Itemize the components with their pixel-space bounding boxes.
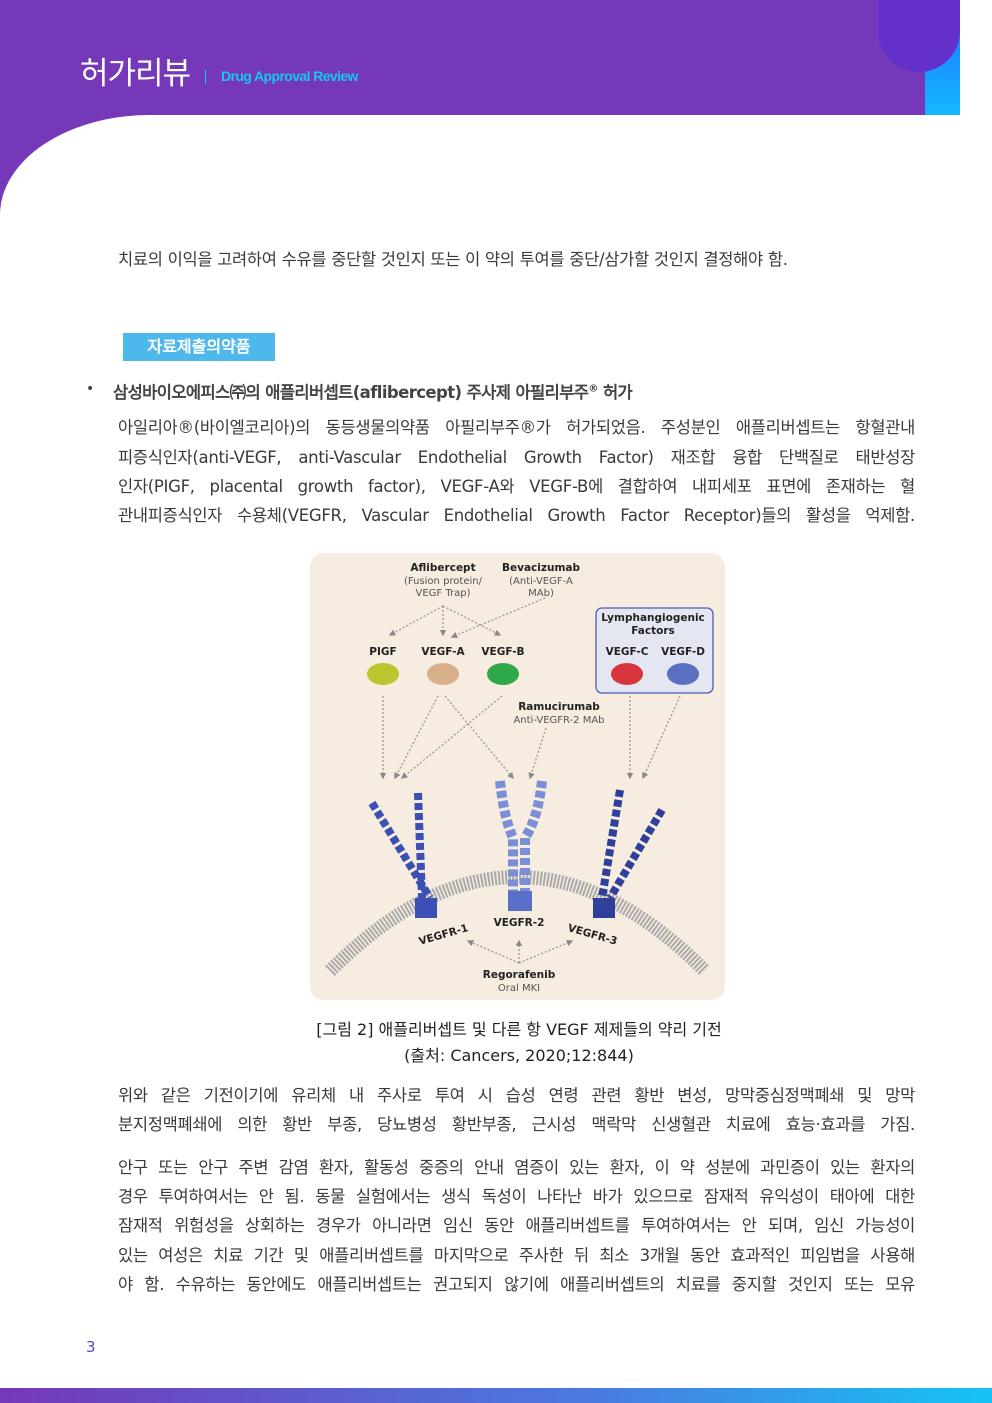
page-number: 3 xyxy=(86,1338,96,1356)
label-aflibercept-sub2: VEGF Trap) xyxy=(416,588,471,599)
label-vegfr3: VEGFR-3 xyxy=(566,922,618,948)
label-factors: Factors xyxy=(631,625,675,637)
page-subtitle: Drug Approval Review xyxy=(221,68,358,84)
vegfr2-receptor xyxy=(495,780,547,911)
paragraph1-line: 아일리아®(바이엘코리아)의 동등생물의약품 아필리부주®가 허가되었음. 주성… xyxy=(118,418,915,437)
vegfa-ligand xyxy=(427,663,459,685)
page-body-background xyxy=(0,115,992,315)
footer-bar xyxy=(0,1388,992,1403)
label-bevacizumab-sub1: (Anti-VEGF-A xyxy=(509,576,573,587)
paragraph3-line: 야 함. 수유하는 동안에도 애플리버셉트는 권고되지 않기에 애플리버셉트의 … xyxy=(118,1275,915,1294)
label-aflibercept-sub1: (Fusion protein/ xyxy=(404,576,483,587)
vegfr3-receptor xyxy=(593,789,666,918)
label-lymphangiogenic: Lymphangiogenic xyxy=(601,612,705,624)
mechanism-figure: Aflibercept (Fusion protein/ VEGF Trap) … xyxy=(310,553,725,1000)
page-margin xyxy=(960,0,992,120)
label-ramucirumab: Ramucirumab xyxy=(518,701,600,713)
label-bevacizumab: Bevacizumab xyxy=(502,562,580,574)
paragraph2-line: 위와 같은 기전이기에 유리체 내 주사로 투여 시 습성 연령 관련 황반 변… xyxy=(118,1086,915,1105)
paragraph1-line: 피증식인자(anti-VEGF, anti-Vascular Endotheli… xyxy=(118,448,915,467)
bullet-heading: 삼성바이오에피스㈜의 애플리버셉트(aflibercept) 주사제 아필리부주… xyxy=(113,379,633,403)
label-oral-mki: Oral MKI xyxy=(498,983,540,994)
heading-suffix: 허가 xyxy=(597,383,633,402)
registered-mark: ® xyxy=(588,383,598,395)
header-accent-shape xyxy=(878,0,960,72)
label-vegfd: VEGF-D xyxy=(661,646,705,658)
paragraph3-line: 잠재적 위험성을 상회하는 경우가 아니라면 임신 동안 애플리버셉트를 투여하… xyxy=(118,1216,915,1235)
label-vegfc: VEGF-C xyxy=(606,646,649,658)
paragraph3-line: 있는 여성은 치료 기간 및 애플리버셉트를 마지막으로 주사한 뒤 최소 3개… xyxy=(118,1246,915,1265)
label-vegfr1: VEGFR-1 xyxy=(417,922,469,948)
paragraph3-line: 안구 또는 안구 주변 감염 환자, 활동성 중증의 안내 염증이 있는 환자,… xyxy=(118,1158,915,1177)
cell-membrane xyxy=(325,870,710,976)
label-vegfa: VEGF-A xyxy=(421,646,465,658)
section-badge: 자료제출의약품 xyxy=(123,333,275,361)
pigf-ligand xyxy=(367,663,399,685)
title-divider xyxy=(205,70,206,84)
figure-caption: [그림 2] 애플리버셉트 및 다른 항 VEGF 제제들의 약리 기전 xyxy=(316,1020,722,1039)
label-aflibercept: Aflibercept xyxy=(410,562,475,574)
arrows xyxy=(379,597,681,964)
figure-diagram: Aflibercept (Fusion protein/ VEGF Trap) … xyxy=(325,562,714,994)
receptors xyxy=(368,780,666,918)
vegfd-ligand xyxy=(667,663,699,685)
label-vegfb: VEGF-B xyxy=(481,646,524,658)
ligands xyxy=(367,663,699,685)
heading-text: 삼성바이오에피스㈜의 애플리버셉트(aflibercept) 주사제 아필리부주 xyxy=(113,383,589,402)
page-title: 허가리뷰 xyxy=(80,56,191,92)
vegfr1-receptor xyxy=(368,792,437,918)
label-pigf: PIGF xyxy=(369,646,396,658)
vegfc-ligand xyxy=(611,663,643,685)
paragraph1-line: 관내피증식인자 수용체(VEGFR, Vascular Endothelial … xyxy=(118,506,915,525)
bullet-icon: • xyxy=(86,381,95,397)
paragraph2-line: 분지정맥폐쇄에 의한 황반 부종, 당뇨병성 황반부종, 근시성 맥락막 신생혈… xyxy=(118,1115,915,1134)
label-ramucirumab-sub: Anti-VEGFR-2 MAb xyxy=(513,715,604,726)
paragraph3-line: 경우 투여하여서는 안 됨. 동물 실험에서는 생식 독성이 나타난 바가 있으… xyxy=(118,1187,915,1206)
paragraph1-line: 인자(PIGF, placental growth factor), VEGF-… xyxy=(118,477,915,496)
figure-source: (출처: Cancers, 2020;12:844) xyxy=(404,1046,634,1065)
label-vegfr2: VEGFR-2 xyxy=(494,917,545,929)
label-bevacizumab-sub2: MAb) xyxy=(528,588,554,599)
label-regorafenib: Regorafenib xyxy=(483,969,556,981)
intro-text: 치료의 이익을 고려하여 수유를 중단할 것인지 또는 이 약의 투여를 중단/… xyxy=(118,250,788,269)
vegfb-ligand xyxy=(487,663,519,685)
